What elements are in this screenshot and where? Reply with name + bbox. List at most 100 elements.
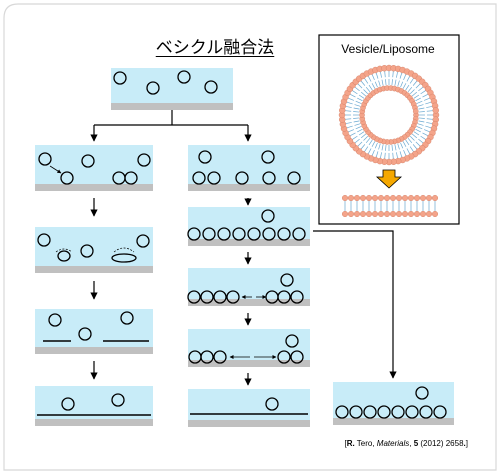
lipid-tail [354, 123, 361, 126]
substrate [188, 360, 310, 367]
lipid-tail [348, 129, 355, 133]
lipid-tail [358, 94, 365, 99]
lipid-tail [425, 101, 432, 105]
vesicle [277, 227, 291, 241]
flow-connectors [90, 110, 397, 386]
substrate [111, 103, 233, 110]
deform-arrow [113, 247, 135, 253]
lipid-head [414, 210, 421, 217]
lipid-tail [367, 76, 372, 82]
substrate [333, 418, 454, 425]
lipid-head [384, 194, 391, 201]
lipid-tail [403, 149, 407, 156]
lipid-head [402, 210, 409, 217]
vesicle [377, 405, 391, 419]
panel-left-adsorption [35, 145, 153, 191]
lipid-tail [352, 90, 358, 95]
lipid-tail [368, 139, 373, 146]
vesicle [177, 70, 191, 84]
lipid-tail [420, 135, 426, 140]
citation: [R. Tero, Materials, 5 (2012) 2658.] [250, 439, 468, 448]
inset-frame [318, 34, 460, 225]
vesicle [207, 171, 221, 185]
lipid-head [360, 210, 367, 217]
vesicle [38, 152, 52, 166]
panel-mid-adsorption [188, 145, 310, 191]
lipid-tail [371, 83, 376, 89]
lipid-tail [412, 80, 418, 86]
lipid-tail [409, 78, 414, 84]
lipid-tail [363, 89, 369, 95]
lipid-tail [346, 101, 353, 105]
lipid-tail [353, 120, 360, 123]
lipid-head [420, 194, 427, 201]
lipid-head [366, 194, 373, 201]
water-layer [35, 386, 153, 419]
lipid-tail [355, 126, 362, 130]
lipid-tail [355, 100, 362, 104]
lipid-tail [394, 79, 397, 86]
panel-left-bilayer [35, 386, 153, 426]
substrate [188, 239, 310, 246]
lipid-head [432, 194, 439, 201]
vesicle [363, 405, 377, 419]
lipid-tail [406, 148, 411, 154]
citation-author-dot: . [352, 439, 355, 448]
citation-tail: (2012) 2658 [418, 439, 464, 448]
panel-mid-fusion-2 [188, 329, 310, 367]
liposome-illustration [338, 64, 440, 166]
lipid-tail [411, 91, 418, 97]
lipid-tail [381, 144, 384, 151]
substrate [188, 299, 310, 306]
vesicle [217, 227, 231, 241]
vesicle [187, 290, 201, 304]
lipid-head [342, 194, 349, 201]
lipid-tail [368, 84, 373, 91]
lipid-head [432, 107, 439, 114]
lipid-tail [352, 135, 358, 140]
lipid-tail [415, 128, 421, 133]
lipid-tail [415, 141, 421, 147]
lipid-head [390, 210, 397, 217]
lipid-tail [394, 144, 397, 151]
vesicle [226, 290, 240, 304]
lipid-tail [396, 71, 398, 78]
lipid-head [348, 194, 355, 201]
lipid-head [426, 194, 433, 201]
vesicle [290, 290, 304, 304]
lipid-head [354, 194, 361, 201]
lipid-head [426, 210, 433, 217]
lipid-tail [405, 139, 410, 146]
lipid-tail [400, 81, 404, 88]
vesicle [137, 153, 151, 167]
lipid-head [396, 194, 403, 201]
vesicle [262, 171, 276, 185]
lipid-tail [371, 74, 375, 81]
vesicle [81, 154, 95, 168]
lipid-tail [426, 122, 433, 124]
lipid-tail [403, 74, 407, 81]
lipid-tail [384, 71, 386, 78]
lipid-tail [409, 146, 414, 152]
lipid-tail [412, 144, 418, 150]
lipid-tail [357, 141, 363, 147]
lipid-tail [416, 100, 423, 104]
water-layer [188, 389, 310, 420]
vesicle [261, 209, 275, 223]
lipid-tail [357, 83, 363, 89]
lipid-tail [378, 80, 381, 87]
vesicle [136, 234, 150, 248]
lipid-tail [371, 141, 376, 147]
panel-mid-bilayer [188, 389, 310, 427]
vesicle [187, 227, 201, 241]
lipid-tail [357, 128, 363, 133]
lipid-tail [374, 142, 378, 149]
lipid-tail [423, 129, 430, 133]
panel-right-layer [333, 382, 454, 425]
vesicle [204, 80, 218, 94]
lipid-tail [360, 144, 366, 150]
lipid-tail [413, 131, 420, 136]
substrate [188, 420, 310, 427]
lipid-tail [426, 110, 433, 112]
lipid-tail [418, 86, 424, 92]
